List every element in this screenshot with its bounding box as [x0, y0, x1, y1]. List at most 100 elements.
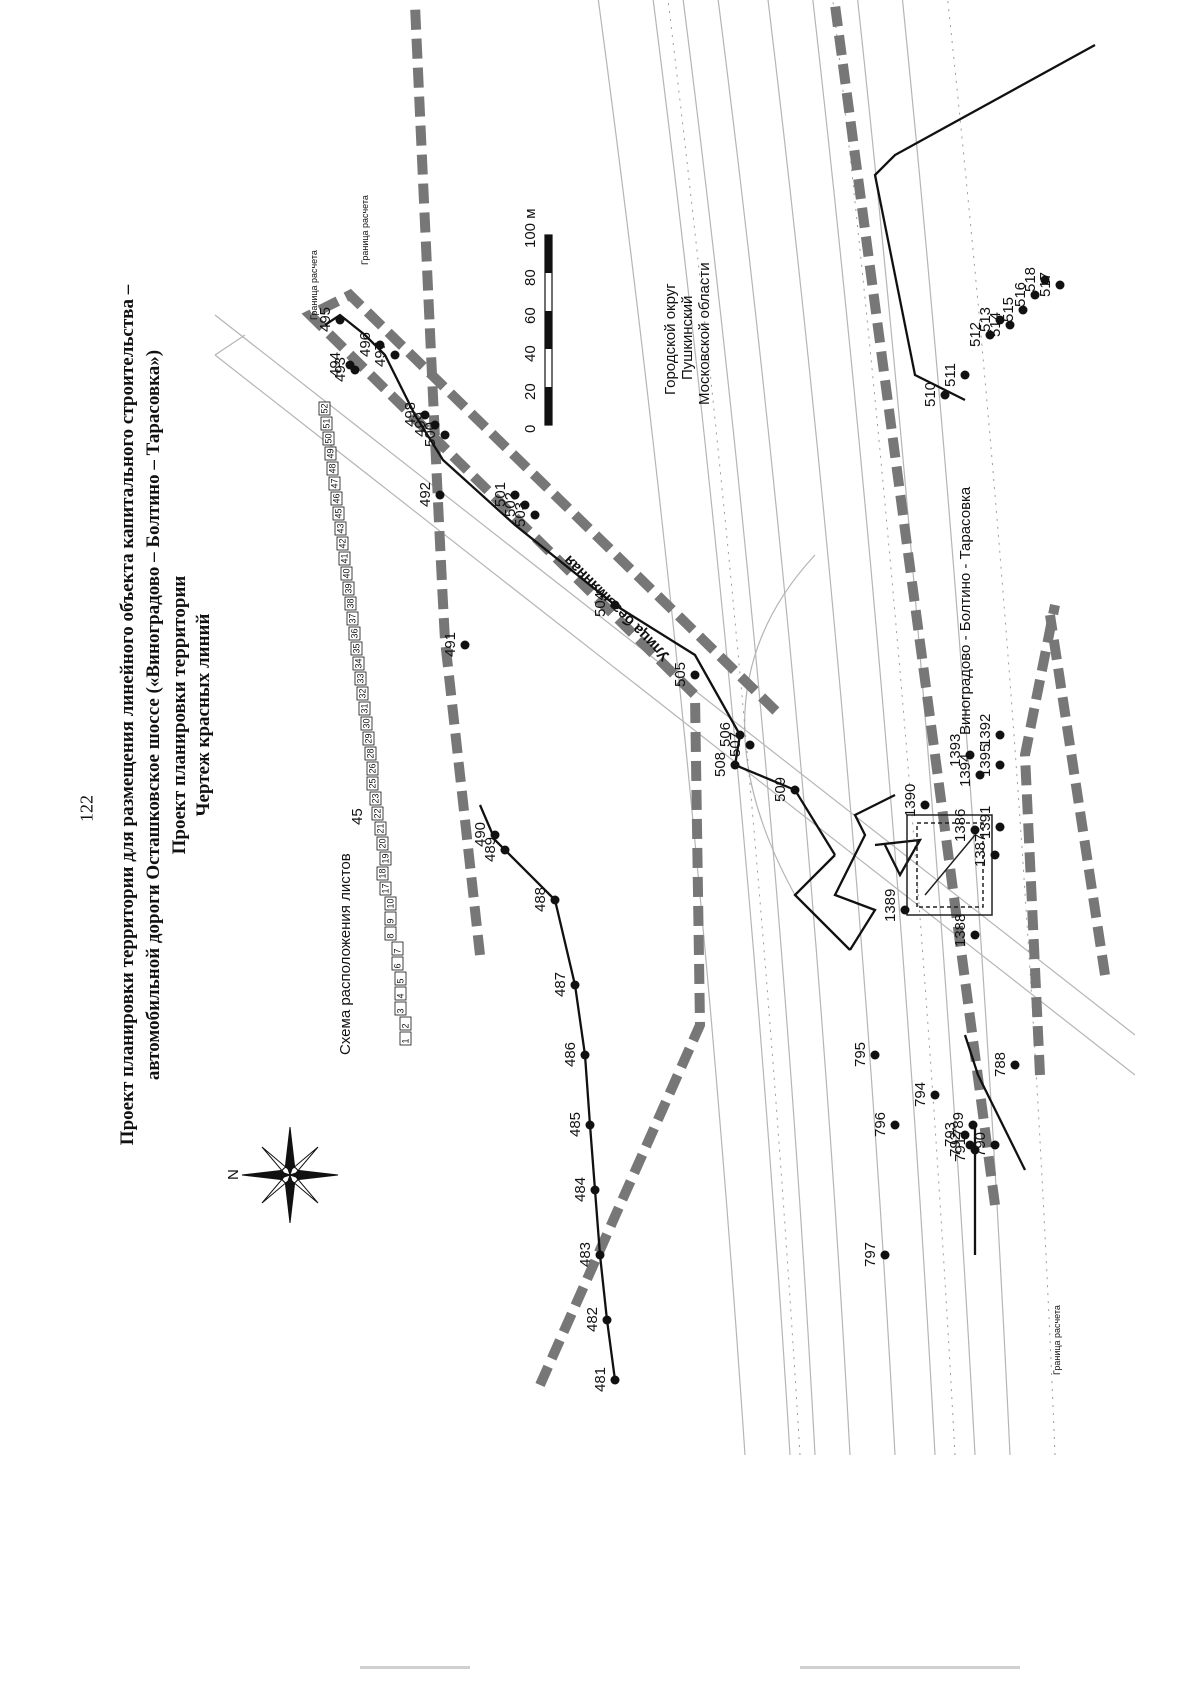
scheme-cell-number: 8: [386, 933, 396, 938]
red-line-node: [995, 315, 1005, 325]
scheme-cell-box: [374, 821, 387, 836]
point-label: 505: [672, 662, 689, 687]
scheme-cell-number: 10: [386, 898, 396, 908]
scheme-cell-number: 46: [332, 493, 342, 503]
scheme-cell: 23: [369, 791, 382, 806]
red-line-node: [1040, 275, 1050, 285]
scheme-cell-number: 4: [396, 993, 406, 998]
point-label: 1389: [882, 889, 899, 922]
scheme-cell: 45: [332, 506, 345, 521]
red-line-node: [970, 930, 980, 940]
scheme-cell: 33: [354, 671, 367, 686]
point-label: 487: [552, 972, 569, 997]
point-label: 482: [584, 1307, 601, 1332]
scheme-cell-box: [376, 866, 389, 881]
scheme-cell-box: [358, 701, 371, 716]
scheme-cell-box: [394, 986, 407, 1001]
scheme-cell-number: 25: [368, 778, 378, 788]
red-line-node: [490, 830, 500, 840]
scheme-cell-number: 1: [401, 1038, 411, 1043]
scheme-cell: 22: [371, 806, 384, 821]
scheme-cell: 31: [358, 701, 371, 716]
scheme-cell-number: 48: [328, 463, 338, 473]
scan-artifact: [800, 1666, 1020, 1669]
scheme-cell-box: [391, 941, 404, 956]
scale-bar: 0 20 40 60 80 100 м: [522, 208, 553, 433]
red-line-node: [430, 420, 440, 430]
red-line-node: [870, 1050, 880, 1060]
red-line-node: [510, 490, 520, 500]
municipality-label: Городской округ Пушкинский Московской об…: [662, 262, 713, 405]
scheme-cell-box: [366, 761, 379, 776]
red-line-node: [375, 340, 385, 350]
scheme-cell: 48: [326, 461, 339, 476]
red-lines: [324, 43, 1096, 1381]
scheme-cell: 1: [399, 1031, 412, 1046]
scheme-cell: 36: [348, 626, 361, 641]
point-label: 484: [572, 1177, 589, 1202]
point-label: 500: [422, 422, 439, 447]
red-line-node: [990, 1140, 1000, 1150]
scheme-cell: 19: [379, 851, 392, 866]
point-label: 508: [712, 752, 729, 777]
scheme-cell: 7: [391, 941, 404, 956]
point-label: 504: [592, 592, 609, 617]
point-label: 494: [327, 352, 344, 377]
point-label: 1391: [977, 806, 994, 839]
scheme-cell: 5: [394, 971, 407, 986]
point-label: 788: [992, 1052, 1009, 1077]
title-line-1: Проект планировки территории для размеще…: [117, 284, 138, 1146]
scheme-cell-box: [391, 956, 404, 971]
municipality-line-3: Московской области: [696, 262, 713, 405]
red-line-node: [602, 1315, 612, 1325]
scheme-cell: 49: [324, 446, 337, 461]
scheme-cell-number: 17: [381, 883, 391, 893]
scheme-pointer-label: 45: [349, 808, 366, 825]
red-line-node: [390, 350, 400, 360]
scheme-cell-number: 28: [366, 748, 376, 758]
scheme-cell-box: [338, 551, 351, 566]
scheme-cell: 10: [384, 896, 397, 911]
scheme-cell: 39: [342, 581, 355, 596]
scheme-cell-box: [344, 596, 357, 611]
scheme-cell: 47: [328, 476, 341, 491]
scheme-cell: 51: [320, 416, 333, 431]
scheme-cell: 29: [362, 731, 375, 746]
point-label: 792: [947, 1132, 964, 1157]
point-label: 485: [567, 1112, 584, 1137]
scheme-cell-number: 22: [373, 808, 383, 818]
point-label: 1390: [902, 784, 919, 817]
title-line-4: Чертеж красных линий: [193, 613, 214, 817]
red-line-node: [500, 845, 510, 855]
red-line-node: [610, 1375, 620, 1385]
scale-tick: 40: [522, 345, 539, 362]
red-line-nodes: [335, 275, 1065, 1385]
red-line-node: [900, 905, 910, 915]
scheme-cell-number: 20: [378, 838, 388, 848]
scheme-cell-number: 37: [348, 613, 358, 623]
scheme-cell-number: 40: [342, 568, 352, 578]
scheme-cell: 40: [340, 566, 353, 581]
scheme-cell-number: 21: [376, 823, 386, 833]
red-line-node: [985, 330, 995, 340]
point-label: 493: [332, 357, 349, 382]
scheme-cell-number: 41: [340, 553, 350, 563]
point-label: 512: [967, 322, 984, 347]
scheme-cell: 8: [384, 926, 397, 941]
point-label: 514: [987, 312, 1004, 337]
scheme-cell-box: [340, 566, 353, 581]
scheme-cell: 2: [399, 1016, 412, 1031]
point-label: 507: [727, 732, 744, 757]
point-label: 488: [532, 887, 549, 912]
red-line-node: [335, 315, 345, 325]
point-label: 481: [592, 1367, 609, 1392]
point-label: 1393: [947, 734, 964, 767]
scheme-cell-number: 33: [356, 673, 366, 683]
scheme-cell-number: 19: [381, 853, 391, 863]
red-line-node: [920, 800, 930, 810]
boundary-label-top-left: Граница расчета: [309, 250, 319, 320]
boundary-label-bottom: Граница расчета: [1052, 1305, 1062, 1375]
scheme-cell-number: 2: [401, 1023, 411, 1028]
scheme-cell-box: [318, 401, 331, 416]
structure-outline: [906, 814, 993, 916]
